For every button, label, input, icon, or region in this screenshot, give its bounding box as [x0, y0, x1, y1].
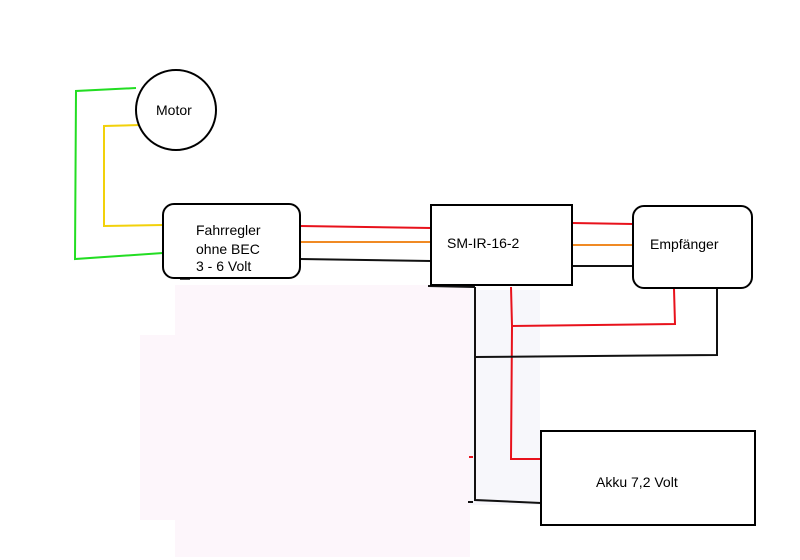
wire-red-akku: [509, 325, 541, 460]
fahrregler-label-line2: ohne BEC: [196, 241, 260, 257]
wire-red-empfaenger-return: [510, 286, 677, 328]
motor-label: Motor: [156, 102, 192, 118]
background-patch-pink-left: [140, 335, 180, 520]
wire-yellow-motor: [103, 124, 164, 228]
sm-ir-label: SM-IR-16-2: [447, 235, 520, 251]
wire-red-fahrregler-smir: [299, 225, 432, 229]
wire-black-akku-ground: [474, 287, 542, 504]
fahrregler-label-line3: 3 - 6 Volt: [196, 258, 252, 274]
empfaenger-label: Empfänger: [650, 236, 719, 252]
wire-green-motor: [73, 87, 164, 261]
wire-black-smir-bottom: [427, 285, 476, 288]
motor-node: [135, 69, 217, 151]
empfaenger-box: [632, 205, 753, 289]
background-patch-grey: [470, 290, 540, 505]
fahrregler-box: [162, 203, 301, 279]
wire-red-smir-empfaenger: [571, 222, 634, 225]
akku-label: Akku 7,2 Volt: [596, 474, 678, 490]
wire-black-empfaenger-ground: [474, 289, 718, 358]
background-patch-pink: [175, 285, 470, 557]
akku-box: [540, 430, 756, 526]
wire-black-fahrregler-smir: [299, 258, 432, 262]
sm-ir-box: [430, 204, 573, 286]
fahrregler-label-line1: Fahrregler: [196, 222, 261, 238]
